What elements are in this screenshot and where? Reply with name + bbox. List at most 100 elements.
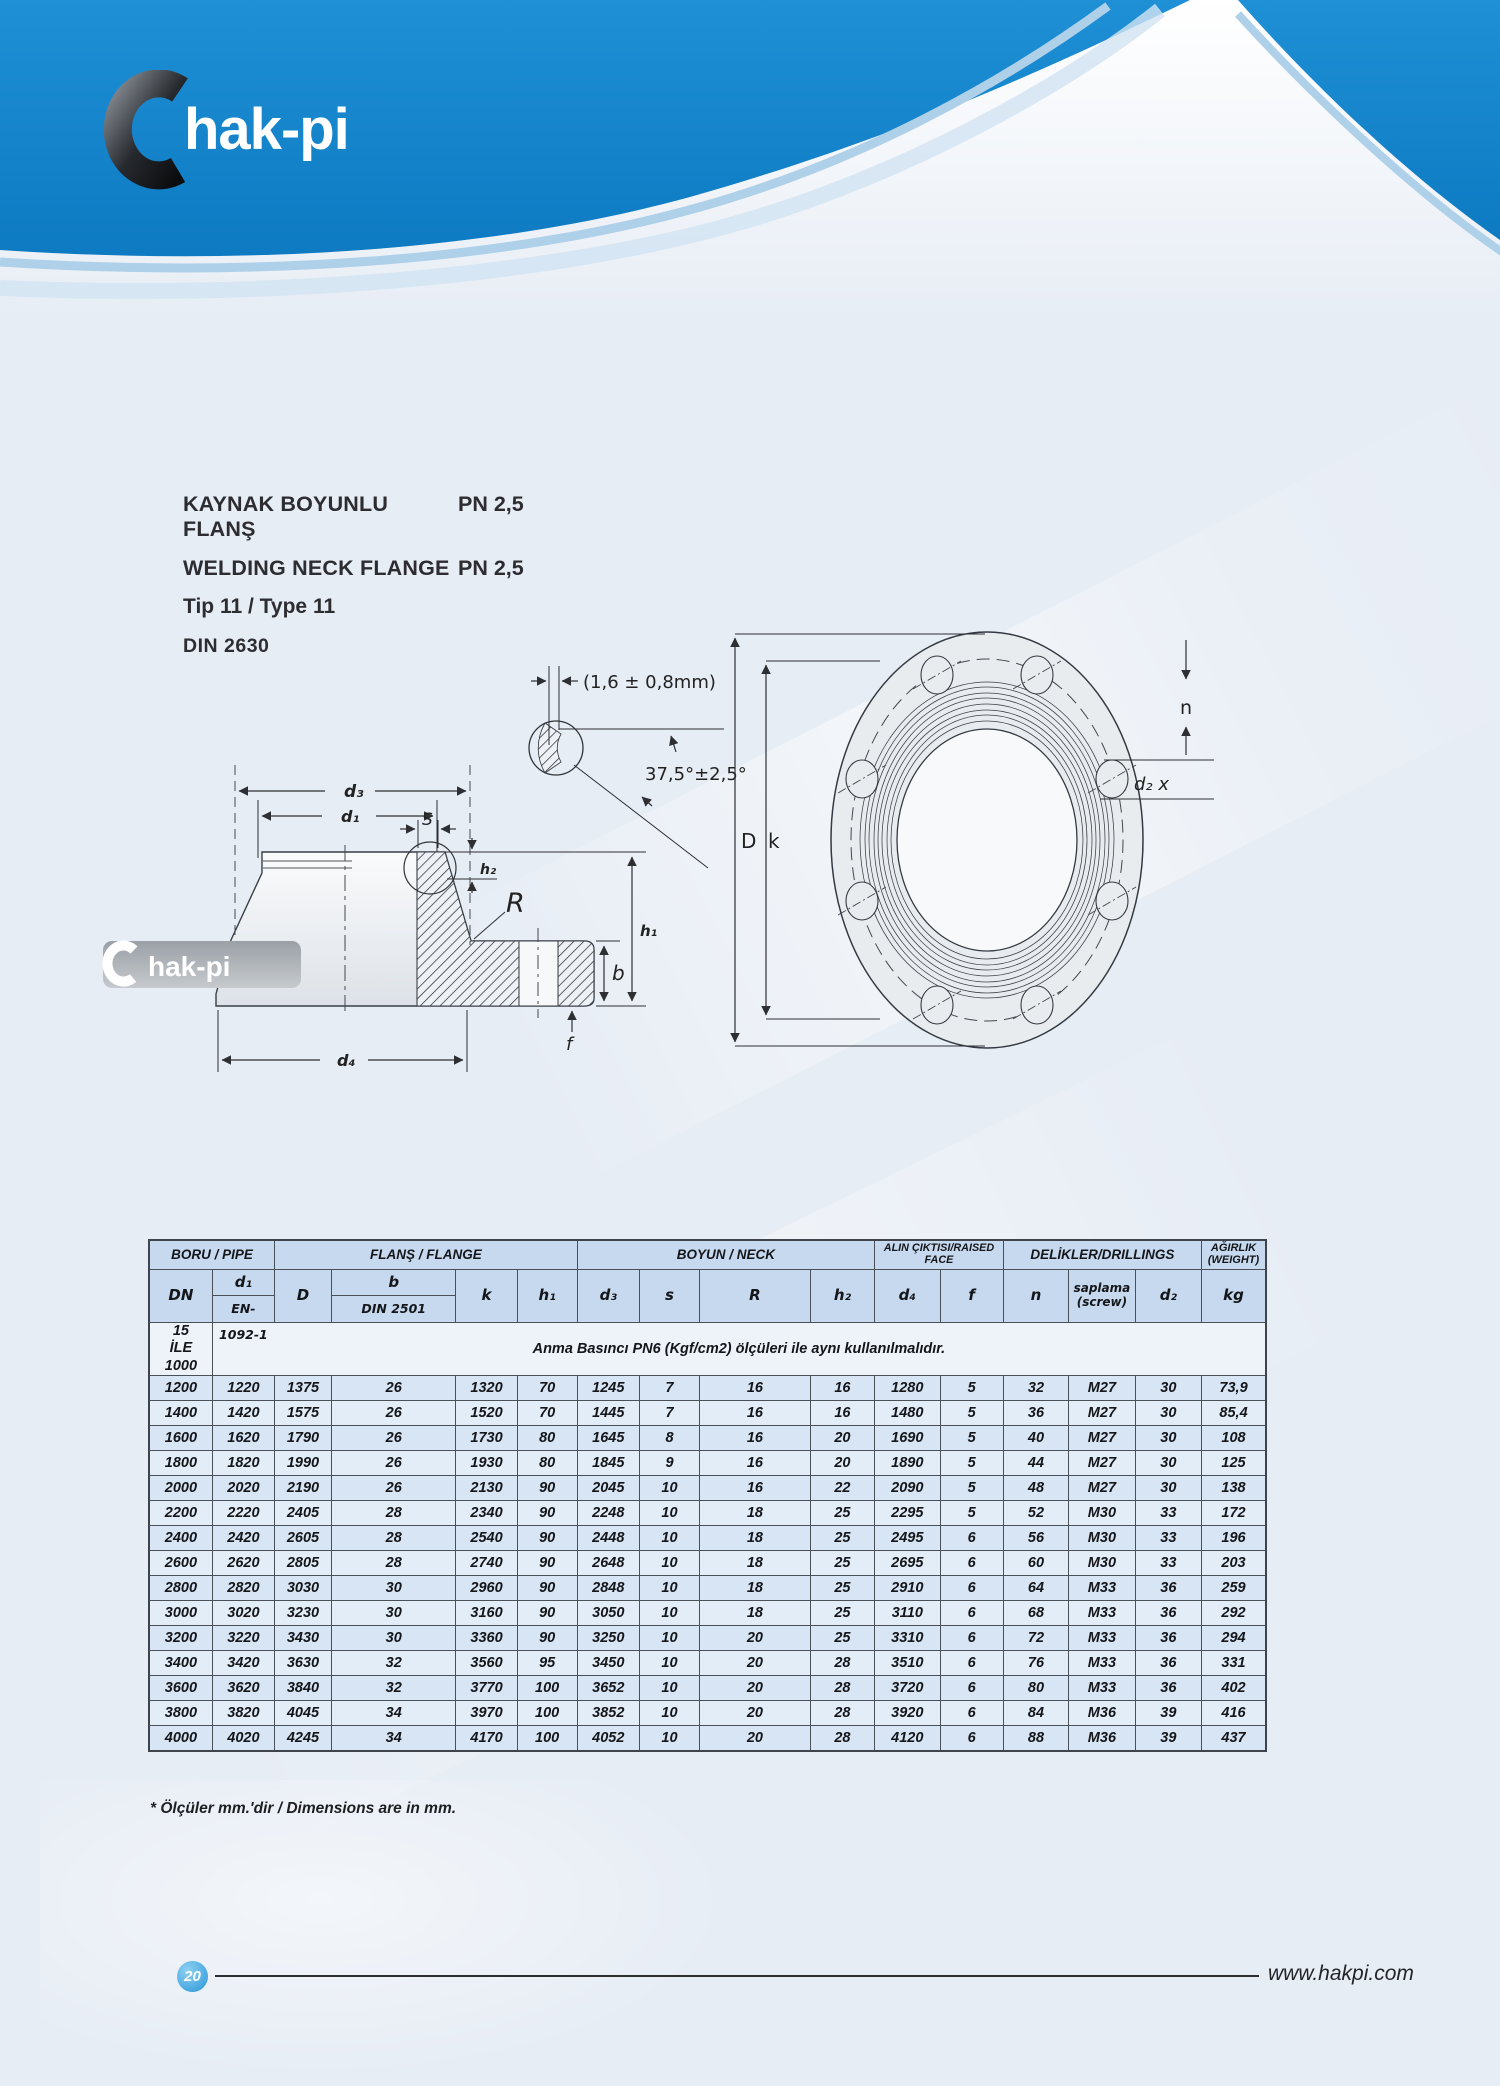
table-cell: 70 — [516, 1375, 578, 1402]
table-cell: 10 — [638, 1550, 701, 1577]
table-cell: 28 — [809, 1650, 876, 1677]
table-cell: 80 — [516, 1425, 578, 1452]
table-cell: 2420 — [211, 1525, 276, 1552]
brand-logo: hak-pi — [100, 70, 350, 190]
table-cell: 16 — [809, 1400, 876, 1427]
table-cell: 1845 — [576, 1450, 640, 1477]
table-cell: 2495 — [874, 1525, 941, 1552]
dim-label-d4: d₄ — [337, 1051, 355, 1070]
table-cell: 2600 — [148, 1550, 213, 1577]
footnote: * Ölçüler mm.'dir / Dimensions are in mm… — [150, 1800, 457, 1817]
table-cell: M33 — [1068, 1575, 1136, 1602]
table-cell: 3220 — [211, 1625, 276, 1652]
table-cell: 3450 — [576, 1650, 640, 1677]
svg-text:hak-pi: hak-pi — [148, 951, 230, 982]
header-banner — [0, 0, 1500, 320]
table-cell: 6 — [939, 1575, 1004, 1602]
table-cell: 5 — [939, 1500, 1004, 1527]
flange-section-drawing: d₃ d₁ S h₂ R h₁ b — [102, 765, 657, 1072]
table-cell: 28 — [809, 1675, 876, 1702]
table-cell: 30 — [330, 1575, 457, 1602]
table-cell: 16 — [699, 1475, 811, 1502]
table-cell: 259 — [1201, 1575, 1267, 1602]
table-cell: 16 — [699, 1375, 811, 1402]
table-cell: 36 — [1134, 1600, 1203, 1627]
footer-rule — [215, 1975, 1259, 1977]
dim-label-h1: h₁ — [640, 922, 657, 940]
table-cell: 10 — [638, 1475, 701, 1502]
table-cell: 20 — [699, 1675, 811, 1702]
table-cell: 1400 — [148, 1400, 213, 1427]
table-cell: 6 — [939, 1725, 1004, 1752]
title-english: WELDING NECK FLANGE — [183, 556, 450, 580]
flange-front-view: D k n d₂ x — [730, 631, 1214, 1049]
note-cell: Anma Basıncı PN6 (Kgf/cm2) ölçüleri ile … — [211, 1321, 1267, 1377]
table-cell: 20 — [809, 1450, 876, 1477]
table-cell: 52 — [1002, 1500, 1070, 1527]
table-cell: 1645 — [576, 1425, 640, 1452]
table-cell: 90 — [516, 1550, 578, 1577]
table-cell: 90 — [516, 1575, 578, 1602]
table-cell: 6 — [939, 1700, 1004, 1727]
background-streak — [40, 1780, 740, 2080]
table-cell: 3430 — [274, 1625, 332, 1652]
website-url: www.hakpi.com — [1268, 1962, 1414, 1985]
banner-accent-curve — [0, 2, 1111, 273]
table-cell: 1820 — [211, 1450, 276, 1477]
table-cell: 30 — [1134, 1450, 1203, 1477]
table-cell: 28 — [809, 1700, 876, 1727]
table-cell: 1690 — [874, 1425, 941, 1452]
table-cell: 90 — [516, 1525, 578, 1552]
table-cell: 6 — [939, 1550, 1004, 1577]
table-cell: 40 — [1002, 1425, 1070, 1452]
table-cell: 18 — [699, 1500, 811, 1527]
table-cell: 4020 — [211, 1725, 276, 1752]
table-cell: 10 — [638, 1725, 701, 1752]
table-cell: 73,9 — [1201, 1375, 1267, 1402]
table-cell: 3720 — [874, 1675, 941, 1702]
table-cell: 2448 — [576, 1525, 640, 1552]
table-cell: 2848 — [576, 1575, 640, 1602]
dim-label-d1: d₁ — [341, 807, 359, 826]
table-cell: 3510 — [874, 1650, 941, 1677]
table-cell: 90 — [516, 1475, 578, 1502]
table-cell: 3110 — [874, 1600, 941, 1627]
table-cell: 5 — [939, 1400, 1004, 1427]
table-cell: 4052 — [576, 1725, 640, 1752]
table-cell: M27 — [1068, 1375, 1136, 1402]
table-cell: 5 — [939, 1425, 1004, 1452]
table-cell: 3840 — [274, 1675, 332, 1702]
dim-label-b: b — [612, 961, 625, 985]
table-cell: 80 — [1002, 1675, 1070, 1702]
table-cell: 1730 — [455, 1425, 518, 1452]
title-block: KAYNAK BOYUNLU FLANŞ PN 2,5 WELDING NECK… — [183, 492, 603, 658]
table-cell: 4000 — [148, 1725, 213, 1752]
table-cell: 34 — [330, 1700, 457, 1727]
table-cell: 33 — [1134, 1500, 1203, 1527]
table-cell: 30 — [330, 1600, 457, 1627]
table-cell: 80 — [516, 1450, 578, 1477]
column-header: h₁ — [516, 1269, 578, 1323]
table-cell: 6 — [939, 1650, 1004, 1677]
table-cell: 25 — [809, 1575, 876, 1602]
table-cell: 90 — [516, 1625, 578, 1652]
table-cell: 30 — [330, 1625, 457, 1652]
dim-label-h2: h₂ — [480, 862, 497, 878]
table-cell: 18 — [699, 1600, 811, 1627]
table-cell: 20 — [699, 1725, 811, 1752]
table-cell: 402 — [1201, 1675, 1267, 1702]
table-cell: 3250 — [576, 1625, 640, 1652]
table-cell: 70 — [516, 1400, 578, 1427]
table-cell: 4120 — [874, 1725, 941, 1752]
dim-label-r: R — [506, 888, 525, 919]
table-cell: M27 — [1068, 1475, 1136, 1502]
table-cell: 4170 — [455, 1725, 518, 1752]
